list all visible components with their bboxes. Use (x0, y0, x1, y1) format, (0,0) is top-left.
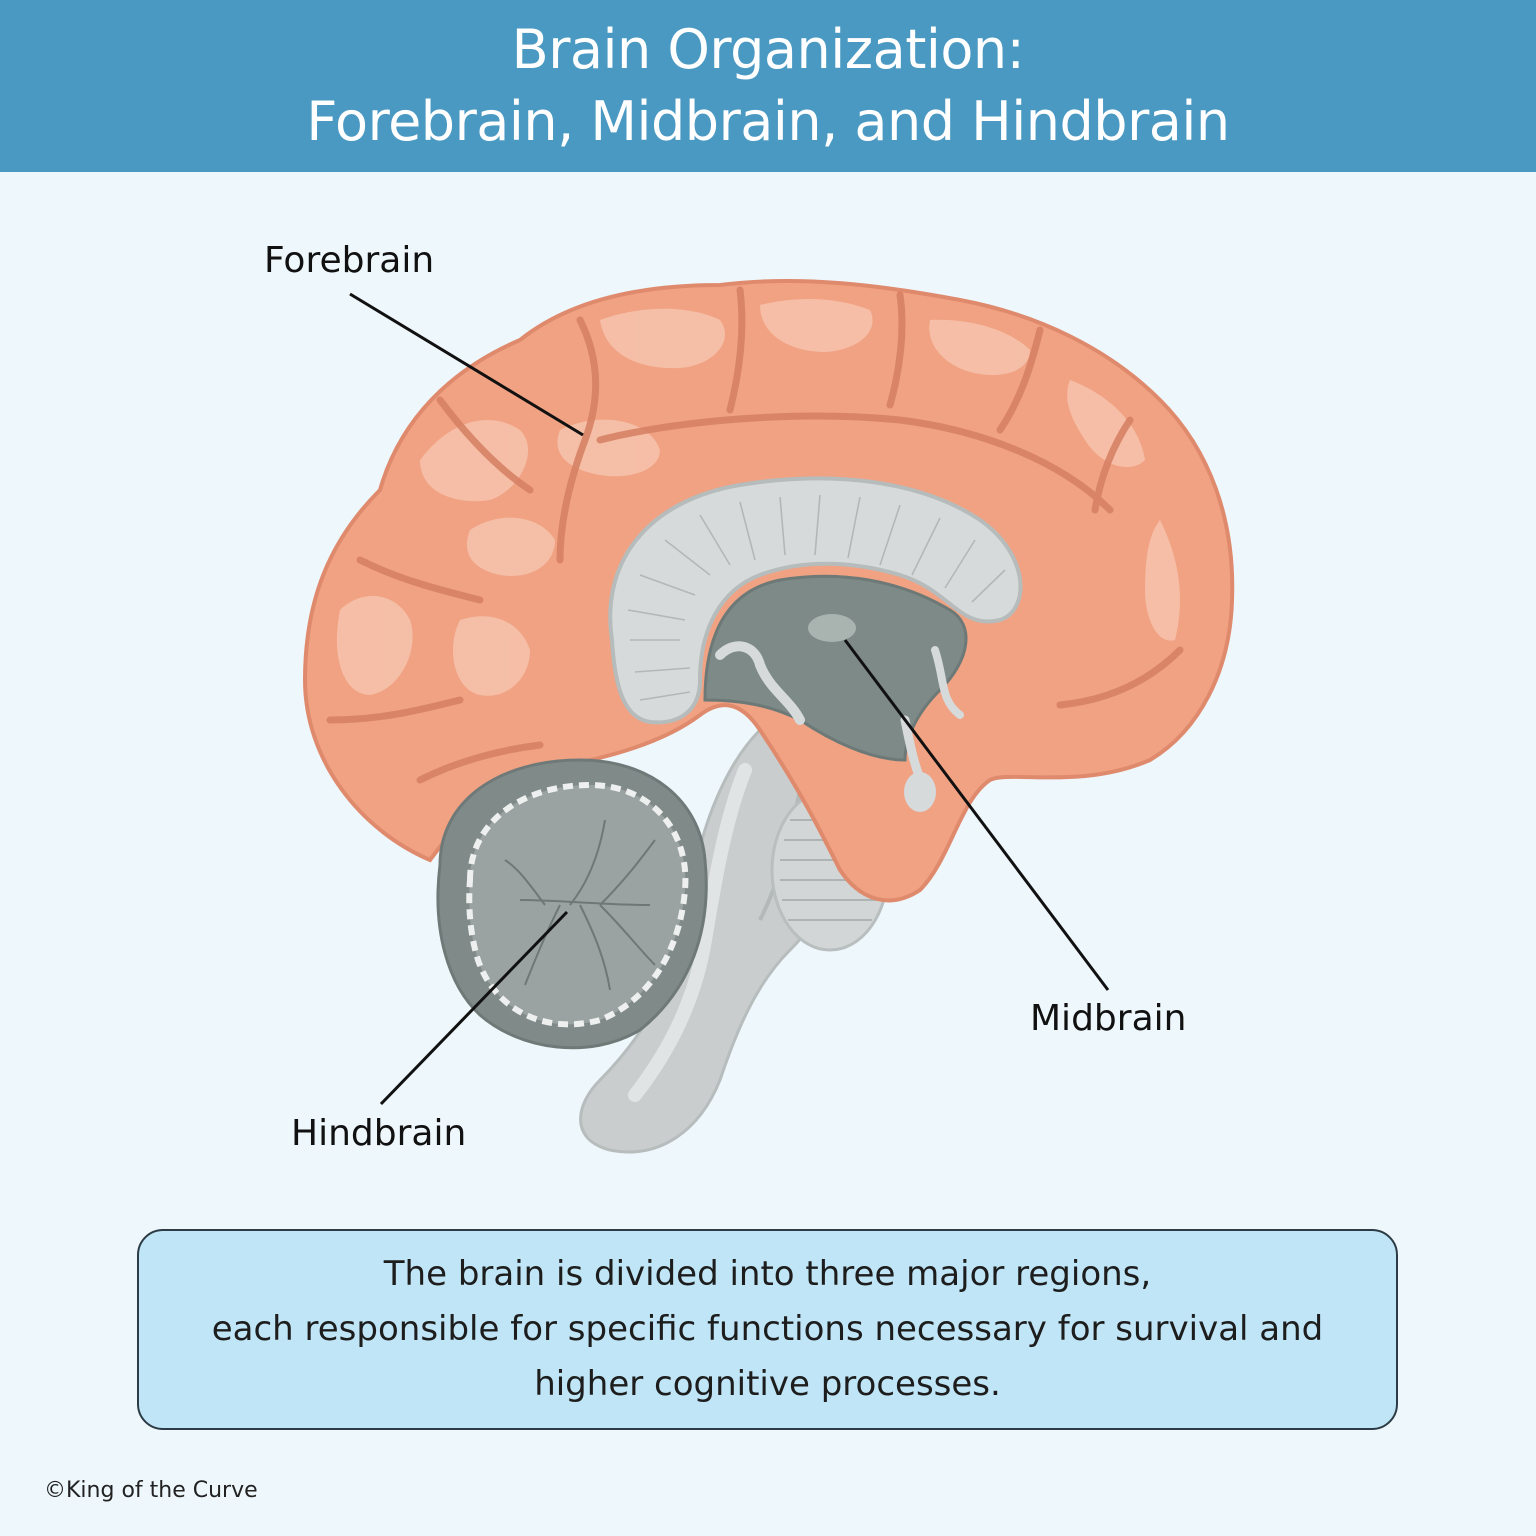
caption-box: The brain is divided into three major re… (137, 1229, 1398, 1430)
copyright-notice: ©King of the Curve (44, 1478, 258, 1503)
caption-line-3: higher cognitive processes. (534, 1364, 1001, 1404)
hindbrain-leader-line (379, 910, 569, 1106)
midbrain-label: Midbrain (1030, 998, 1187, 1039)
caption-line-2: each responsible for specific functions … (211, 1309, 1324, 1349)
forebrain-leader-line (349, 292, 584, 437)
midbrain-leader-line (843, 639, 1110, 991)
page-title-line-1: Brain Organization: (511, 18, 1025, 81)
leader-lines (349, 292, 1110, 1106)
title-banner: Brain Organization: Forebrain, Midbrain,… (0, 0, 1536, 172)
forebrain-label: Forebrain (264, 240, 435, 281)
corpus-callosum (608, 476, 1023, 725)
caption-line-1: The brain is divided into three major re… (383, 1254, 1152, 1294)
page-title-line-2: Forebrain, Midbrain, and Hindbrain (306, 90, 1230, 153)
hindbrain-label: Hindbrain (291, 1113, 467, 1154)
